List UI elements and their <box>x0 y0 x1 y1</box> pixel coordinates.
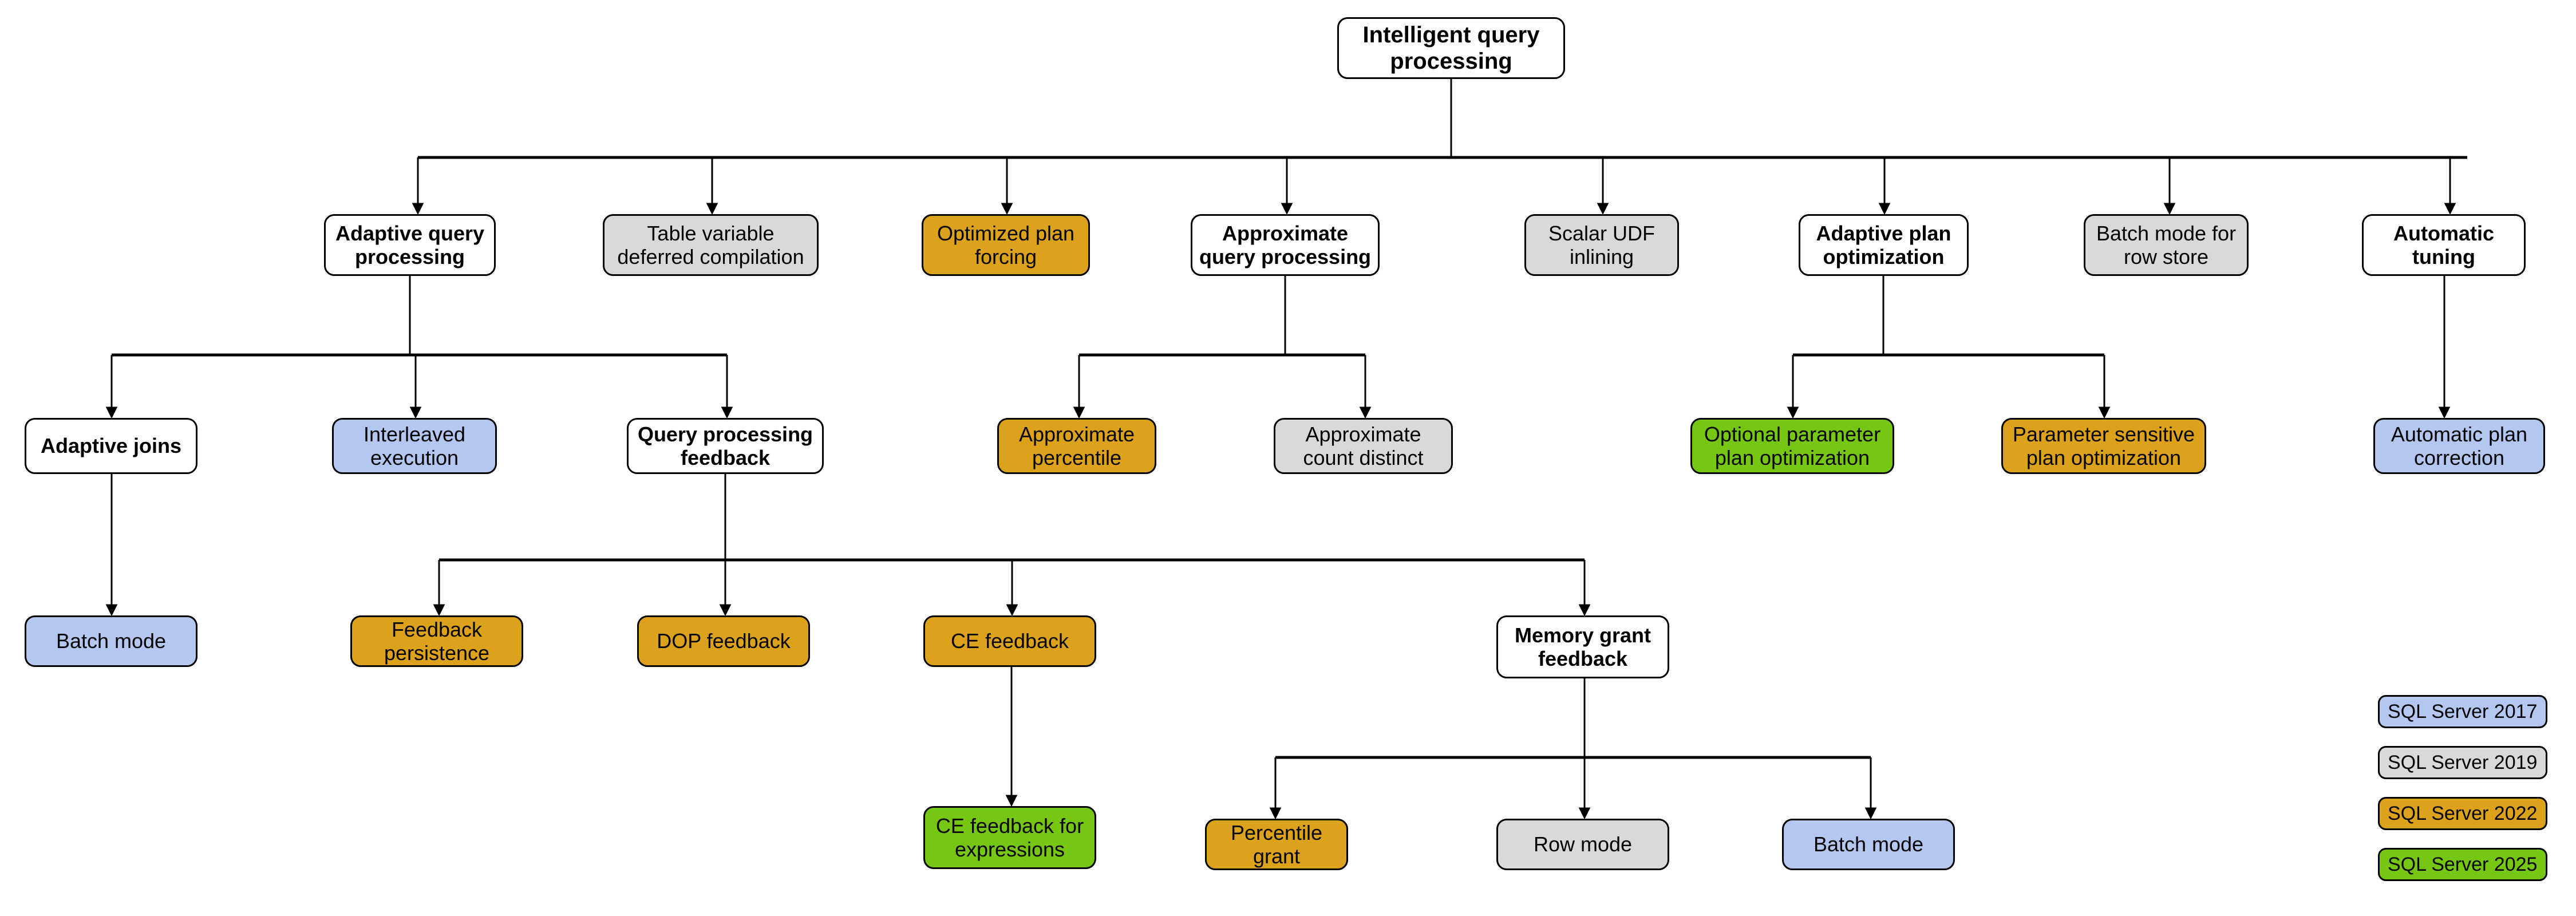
node-adaptivejoins[interactable]: Adaptive joins <box>25 418 197 474</box>
node-label: Query processing feedback <box>637 422 813 469</box>
node-interleaved[interactable]: Interleaved execution <box>332 418 497 474</box>
node-label: Adaptive plan optimization <box>1816 221 1951 269</box>
node-label: DOP feedback <box>657 629 791 653</box>
node-label: Approximate percentile <box>1018 422 1135 469</box>
node-label: Optional parameter plan optimization <box>1704 422 1881 469</box>
node-apo[interactable]: Adaptive plan optimization <box>1799 214 1969 276</box>
node-sudf[interactable]: Scalar UDF inlining <box>1524 214 1679 276</box>
node-autotune[interactable]: Automatic tuning <box>2362 214 2526 276</box>
node-fbpersist[interactable]: Feedback persistence <box>350 615 523 667</box>
legend-item-sql-server-2019: SQL Server 2019 <box>2378 746 2547 779</box>
node-apq[interactable]: Approximate query processing <box>1191 214 1380 276</box>
node-label: Percentile grant <box>1230 820 1323 868</box>
node-label: Scalar UDF inlining <box>1548 221 1656 269</box>
node-root[interactable]: Intelligent query processing <box>1337 17 1565 79</box>
node-batchmode1[interactable]: Batch mode <box>25 615 197 667</box>
node-cefbexpr[interactable]: CE feedback for expressions <box>923 806 1096 869</box>
node-label: Batch mode for row store <box>2096 221 2237 269</box>
node-batchmode2[interactable]: Batch mode <box>1782 819 1955 870</box>
node-label: Adaptive joins <box>40 434 182 458</box>
legend-item-sql-server-2017: SQL Server 2017 <box>2378 695 2547 728</box>
legend-item-sql-server-2025: SQL Server 2025 <box>2378 848 2547 881</box>
legend-item-label: SQL Server 2025 <box>2388 853 2538 875</box>
node-label: Row mode <box>1533 832 1633 856</box>
node-rowmode[interactable]: Row mode <box>1496 819 1669 870</box>
node-label: CE feedback for expressions <box>935 814 1084 861</box>
node-label: Approximate query processing <box>1199 221 1372 269</box>
node-label: Intelligent query processing <box>1362 22 1540 74</box>
node-label: Optimized plan forcing <box>937 221 1075 269</box>
node-opf[interactable]: Optimized plan forcing <box>922 214 1090 276</box>
node-approxpct[interactable]: Approximate percentile <box>997 418 1156 474</box>
node-label: CE feedback <box>950 629 1069 653</box>
node-pctgrant[interactable]: Percentile grant <box>1205 819 1348 870</box>
node-approxcount[interactable]: Approximate count distinct <box>1274 418 1453 474</box>
connector-lines <box>105 79 2467 820</box>
legend-item-label: SQL Server 2019 <box>2388 751 2538 773</box>
legend-item-label: SQL Server 2022 <box>2388 802 2538 824</box>
legend-item-label: SQL Server 2017 <box>2388 700 2538 722</box>
node-label: Automatic tuning <box>2393 221 2494 269</box>
node-label: Batch mode <box>56 629 167 653</box>
node-label: Batch mode <box>1813 832 1924 856</box>
node-pspo[interactable]: Parameter sensitive plan optimization <box>2001 418 2206 474</box>
node-label: Memory grant feedback <box>1514 623 1652 670</box>
node-tvdc[interactable]: Table variable deferred compilation <box>603 214 819 276</box>
node-oppo[interactable]: Optional parameter plan optimization <box>1690 418 1894 474</box>
node-label: Automatic plan correction <box>2391 422 2528 469</box>
legend-item-sql-server-2022: SQL Server 2022 <box>2378 797 2547 830</box>
node-cefb[interactable]: CE feedback <box>923 615 1096 667</box>
node-label: Approximate count distinct <box>1303 422 1424 469</box>
node-bmrs[interactable]: Batch mode for row store <box>2084 214 2249 276</box>
node-label: Table variable deferred compilation <box>617 221 804 269</box>
node-apc[interactable]: Automatic plan correction <box>2373 418 2545 474</box>
node-label: Adaptive query processing <box>335 221 485 269</box>
node-label: Parameter sensitive plan optimization <box>2012 422 2195 469</box>
node-label: Feedback persistence <box>384 617 490 665</box>
node-label: Interleaved execution <box>363 422 466 469</box>
node-dopfb[interactable]: DOP feedback <box>637 615 810 667</box>
node-qpfeedback[interactable]: Query processing feedback <box>627 418 824 474</box>
node-mgfb[interactable]: Memory grant feedback <box>1496 615 1669 678</box>
node-aqp[interactable]: Adaptive query processing <box>324 214 496 276</box>
